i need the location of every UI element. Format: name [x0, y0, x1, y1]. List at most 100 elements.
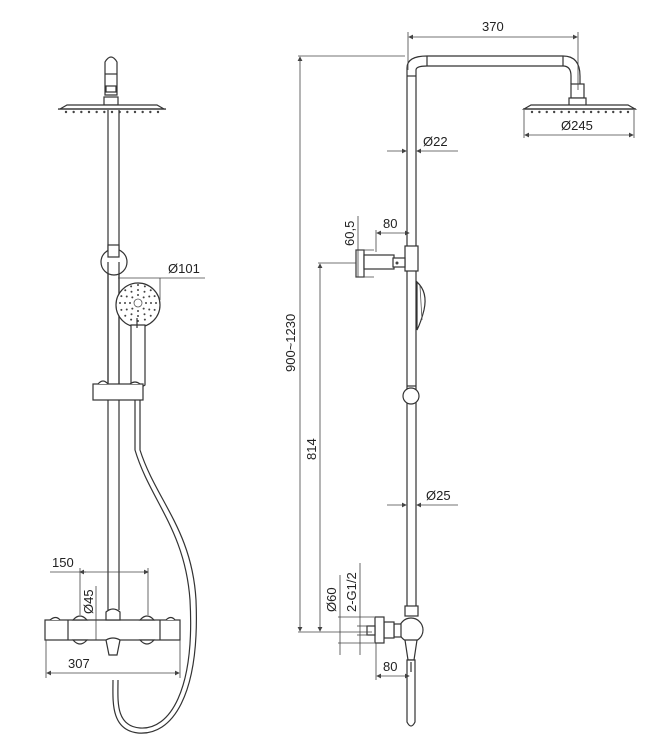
slider-ball-side — [402, 385, 420, 405]
spray-hole — [143, 313, 146, 316]
spray-hole — [143, 318, 146, 321]
spray-hole — [130, 318, 133, 321]
nozzle — [156, 110, 160, 114]
spray-hole — [137, 284, 139, 286]
spray-hole — [148, 308, 151, 311]
nozzle — [582, 110, 585, 114]
spray-hole — [125, 308, 128, 311]
spray-hole — [131, 307, 134, 310]
dim-riser-length: 814 — [304, 262, 356, 632]
side-view: 370 Ø245 Ø22 80 60,5 900~1230 — [283, 19, 638, 727]
spray-hole — [142, 296, 145, 299]
label-riser-diameter: Ø25 — [426, 488, 451, 503]
shower-arm-side — [406, 55, 587, 107]
spray-hole — [124, 302, 126, 304]
dim-riser-diameter: Ø25 — [387, 488, 458, 508]
riser-pipe-side — [406, 75, 417, 610]
nozzle — [575, 110, 578, 114]
label-riser-top-diameter: Ø22 — [423, 134, 448, 149]
dim-height-range: 900~1230 — [283, 55, 405, 633]
label-bracket-projection: 80 — [383, 216, 397, 231]
nozzle — [126, 110, 129, 114]
label-valve-projection: 80 — [383, 659, 397, 674]
upper-bracket-front — [100, 244, 128, 390]
dim-riser-top-diameter: Ø22 — [387, 134, 458, 154]
label-riser-length: 814 — [304, 438, 319, 460]
nozzle — [619, 110, 622, 114]
spray-hole — [153, 308, 156, 311]
label-valve-diameter: Ø45 — [81, 589, 96, 614]
spray-hole — [137, 315, 139, 317]
spray-hole — [155, 302, 157, 304]
nozzle — [538, 110, 541, 114]
nozzle — [604, 110, 608, 114]
nozzle — [149, 110, 152, 114]
nozzle — [597, 110, 600, 114]
nozzle — [612, 110, 615, 114]
wall-bracket-side — [355, 245, 419, 278]
spray-hole — [124, 314, 127, 317]
spray-hole — [120, 308, 123, 311]
dim-head-diameter: Ø245 — [523, 110, 635, 138]
nozzle — [87, 110, 91, 114]
nozzle — [133, 110, 137, 114]
spray-hole — [137, 289, 139, 291]
rain-shower-head-side — [521, 104, 638, 114]
rain-shower-head-front — [57, 104, 167, 114]
dim-valve-projection: 80 — [375, 643, 410, 680]
spray-hole — [137, 294, 139, 296]
dim-inlet-thread: 2-G1/2 — [344, 563, 368, 655]
dim-bracket-projection: 80 — [375, 216, 410, 252]
label-arm-reach: 370 — [482, 19, 504, 34]
dim-valve-diameter: Ø45 — [81, 586, 97, 640]
nozzle — [110, 110, 114, 114]
label-body-width: 307 — [68, 656, 90, 671]
spray-hole — [149, 289, 152, 292]
dim-flange-diameter: Ø60 — [324, 575, 374, 655]
spray-hole — [130, 285, 133, 288]
dim-arm-reach: 370 — [407, 19, 579, 90]
thermostat-body-front — [44, 608, 181, 656]
dim-valve-spacing: 150 — [50, 555, 149, 615]
nozzle — [560, 110, 563, 114]
spray-hole — [145, 302, 147, 304]
dim-bracket-height: 60,5 — [342, 216, 374, 278]
spray-hole — [148, 295, 151, 298]
nozzle — [545, 110, 548, 114]
label-height-range: 900~1230 — [283, 314, 298, 372]
spray-hole — [130, 313, 133, 316]
spray-hole — [124, 289, 127, 292]
nozzle — [103, 110, 106, 114]
spray-hole — [120, 295, 123, 298]
nozzle — [72, 110, 75, 114]
spray-hole — [150, 302, 152, 304]
hand-shower-front — [115, 282, 161, 389]
nozzle — [80, 110, 83, 114]
label-valve-spacing: 150 — [52, 555, 74, 570]
spray-hole — [142, 307, 145, 310]
spray-hole — [143, 290, 146, 293]
spray-hole — [129, 302, 131, 304]
nozzle — [552, 110, 556, 114]
nozzle — [141, 110, 144, 114]
nozzle — [567, 110, 571, 114]
spray-hole — [153, 295, 156, 298]
spray-hole — [125, 295, 128, 298]
spray-hole — [131, 296, 134, 299]
nozzle — [626, 110, 630, 114]
hand-shower-side — [416, 280, 426, 331]
label-flange-diameter: Ø60 — [324, 587, 339, 612]
shower-arm-cap — [103, 56, 119, 106]
label-head-diameter: Ø245 — [561, 118, 593, 133]
spray-hole — [149, 314, 152, 317]
dim-hand-shower-diameter: Ø101 — [118, 261, 205, 300]
nozzle — [64, 110, 68, 114]
nozzle — [530, 110, 534, 114]
label-inlet-thread: 2-G1/2 — [344, 572, 359, 612]
riser-pipe-front — [107, 110, 120, 610]
label-bracket-height: 60,5 — [342, 221, 357, 246]
spray-hole — [137, 310, 139, 312]
spray-hole — [130, 290, 133, 293]
nozzle — [589, 110, 593, 114]
